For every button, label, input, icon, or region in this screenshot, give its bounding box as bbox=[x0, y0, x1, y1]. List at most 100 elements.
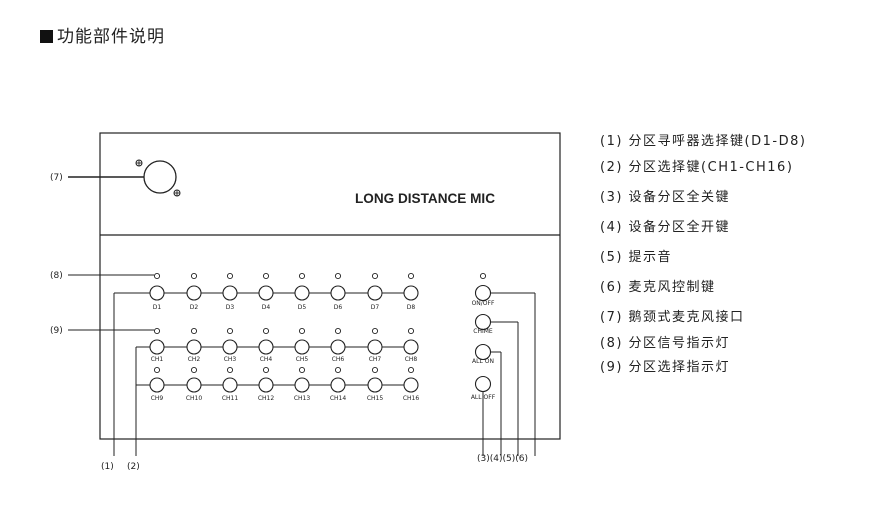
channel-button-6[interactable] bbox=[330, 339, 346, 355]
channel-b-led-8 bbox=[407, 366, 415, 374]
all-off-button[interactable] bbox=[474, 375, 492, 393]
channel-b-label-5: CH13 bbox=[294, 395, 311, 402]
zone-led-4 bbox=[262, 272, 270, 280]
callout-3-6: (3)(4)(5)(6) bbox=[477, 454, 528, 464]
on-off-label: ON/OFF bbox=[472, 300, 495, 307]
zone-button-8[interactable] bbox=[403, 285, 419, 301]
channel-label-4: CH4 bbox=[260, 356, 273, 363]
zone-label-6: D6 bbox=[334, 304, 343, 311]
power-indicator-led bbox=[479, 272, 487, 280]
channel-label-2: CH2 bbox=[188, 356, 201, 363]
callout-1: (1) bbox=[101, 462, 114, 472]
zone-button-5[interactable] bbox=[294, 285, 310, 301]
channel-b-label-2: CH10 bbox=[186, 395, 203, 402]
channel-led-4 bbox=[262, 327, 270, 335]
zone-led-3 bbox=[226, 272, 234, 280]
channel-b-button-6[interactable] bbox=[330, 377, 346, 393]
zone-label-2: D2 bbox=[190, 304, 199, 311]
channel-b-button-2[interactable] bbox=[186, 377, 202, 393]
brand-label: LONG DISTANCE MIC bbox=[355, 190, 495, 206]
page-title-text: 功能部件说明 bbox=[57, 27, 165, 47]
channel-b-led-5 bbox=[298, 366, 306, 374]
zone-label-3: D3 bbox=[226, 304, 235, 311]
zone-button-1[interactable] bbox=[149, 285, 165, 301]
callout-7: (7) bbox=[50, 173, 63, 183]
channel-button-3[interactable] bbox=[222, 339, 238, 355]
channel-b-label-1: CH9 bbox=[151, 395, 164, 402]
channel-led-5 bbox=[298, 327, 306, 335]
channel-row-2: CH9 CH10 CH11 CH12 CH13 CH14 CH15 CH16 bbox=[136, 366, 420, 402]
channel-b-led-2 bbox=[190, 366, 198, 374]
all-off-label: ALL OFF bbox=[471, 394, 496, 401]
zone-led-1 bbox=[153, 272, 161, 280]
channel-button-8[interactable] bbox=[403, 339, 419, 355]
channel-b-button-4[interactable] bbox=[258, 377, 274, 393]
callout-9: (9) bbox=[50, 326, 63, 336]
zone-led-7 bbox=[371, 272, 379, 280]
chime-button[interactable] bbox=[474, 313, 492, 331]
panel-outline bbox=[99, 132, 561, 440]
channel-label-8: CH8 bbox=[405, 356, 418, 363]
channel-label-5: CH5 bbox=[296, 356, 309, 363]
zone-button-7[interactable] bbox=[367, 285, 383, 301]
channel-b-label-8: CH16 bbox=[403, 395, 420, 402]
channel-label-7: CH7 bbox=[369, 356, 382, 363]
page-title: 功能部件说明 bbox=[40, 22, 165, 47]
callout-8: (8) bbox=[50, 271, 63, 281]
zone-row: D1 D2 D3 D4 D5 D6 D7 D8 bbox=[113, 272, 419, 456]
mic-socket-icon bbox=[143, 160, 177, 194]
channel-led-6 bbox=[334, 327, 342, 335]
channel-b-label-7: CH15 bbox=[367, 395, 384, 402]
on-off-button[interactable] bbox=[474, 284, 492, 302]
channel-b-label-3: CH11 bbox=[222, 395, 239, 402]
channel-b-led-6 bbox=[334, 366, 342, 374]
zone-label-1: D1 bbox=[153, 304, 162, 311]
zone-label-4: D4 bbox=[262, 304, 271, 311]
callout-2: (2) bbox=[127, 462, 140, 472]
channel-b-led-7 bbox=[371, 366, 379, 374]
channel-b-button-5[interactable] bbox=[294, 377, 310, 393]
screw-icon bbox=[135, 159, 143, 167]
channel-led-3 bbox=[226, 327, 234, 335]
channel-b-led-4 bbox=[262, 366, 270, 374]
channel-b-button-8[interactable] bbox=[403, 377, 419, 393]
channel-led-8 bbox=[407, 327, 415, 335]
zone-button-4[interactable] bbox=[258, 285, 274, 301]
zone-label-8: D8 bbox=[407, 304, 416, 311]
channel-b-button-7[interactable] bbox=[367, 377, 383, 393]
channel-button-5[interactable] bbox=[294, 339, 310, 355]
channel-label-3: CH3 bbox=[224, 356, 237, 363]
zone-led-2 bbox=[190, 272, 198, 280]
all-on-label: ALL ON bbox=[472, 358, 494, 365]
channel-led-2 bbox=[190, 327, 198, 335]
chime-label: CHIME bbox=[473, 328, 493, 335]
channel-button-2[interactable] bbox=[186, 339, 202, 355]
channel-led-7 bbox=[371, 327, 379, 335]
control-column: ON/OFF CHIME ALL ON ALL OFF bbox=[471, 272, 536, 456]
channel-b-label-6: CH14 bbox=[330, 395, 347, 402]
channel-button-1[interactable] bbox=[149, 339, 165, 355]
all-on-button[interactable] bbox=[474, 343, 492, 361]
zone-label-5: D5 bbox=[298, 304, 307, 311]
zone-led-5 bbox=[298, 272, 306, 280]
channel-b-led-1 bbox=[153, 366, 161, 374]
zone-led-8 bbox=[407, 272, 415, 280]
zone-button-2[interactable] bbox=[186, 285, 202, 301]
zone-led-6 bbox=[334, 272, 342, 280]
channel-b-label-4: CH12 bbox=[258, 395, 275, 402]
channel-label-1: CH1 bbox=[151, 356, 164, 363]
channel-b-button-1[interactable] bbox=[149, 377, 165, 393]
channel-led-1 bbox=[153, 327, 161, 335]
channel-b-led-3 bbox=[226, 366, 234, 374]
zone-label-7: D7 bbox=[371, 304, 380, 311]
channel-button-4[interactable] bbox=[258, 339, 274, 355]
screw-icon bbox=[173, 189, 181, 197]
zone-button-3[interactable] bbox=[222, 285, 238, 301]
square-bullet-icon bbox=[40, 30, 53, 43]
zone-button-6[interactable] bbox=[330, 285, 346, 301]
channel-button-7[interactable] bbox=[367, 339, 383, 355]
channel-row-1: CH1 CH2 CH3 CH4 CH5 CH6 CH7 CH8 bbox=[135, 327, 419, 456]
channel-label-6: CH6 bbox=[332, 356, 345, 363]
channel-b-button-3[interactable] bbox=[222, 377, 238, 393]
